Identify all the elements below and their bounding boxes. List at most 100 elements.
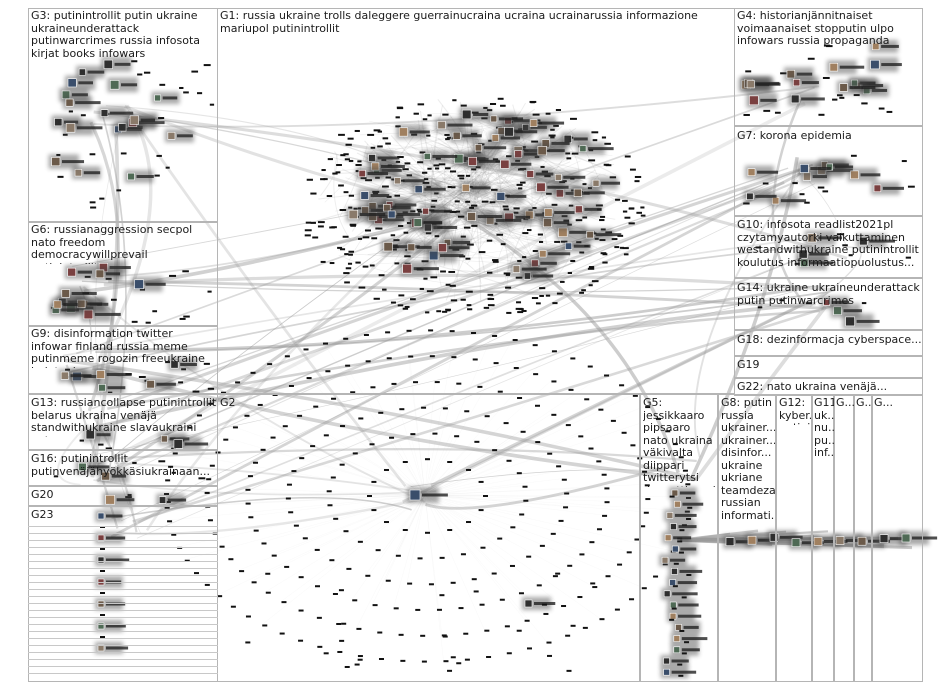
node-mark [172,452,178,455]
node-mark [345,364,351,367]
node-mark [587,267,595,270]
node-mark [316,616,322,619]
group-box-g12 [776,394,812,682]
node-mark [556,465,562,468]
node-avatar [744,77,781,91]
edge [104,179,799,476]
node-mark [551,350,557,353]
group-label-g13: G13: russiancollapse putinintrollit bela… [31,397,217,437]
edge [496,223,518,274]
node-mark [532,207,537,210]
edge [172,452,426,496]
node-avatar [571,186,605,200]
node-avatar [385,207,421,221]
node-mark [806,302,812,305]
group-label-g11: G11: uk... nu... pu... inf... [814,397,834,459]
group-label-g20: G20 [31,489,54,501]
edge [115,165,809,409]
node-avatar [156,493,187,507]
node-mark [552,302,558,305]
node-mark [154,174,160,177]
node-mark [444,133,450,136]
node-mark [390,234,396,237]
node-mark [314,585,320,588]
node-mark [629,598,635,601]
node-mark [239,570,245,573]
node-mark [794,262,800,265]
node-mark [317,225,324,228]
edge [107,309,820,410]
node-mark [314,548,320,551]
node-mark [483,495,488,497]
node-mark [500,104,506,107]
node-mark [515,276,523,279]
node-mark [284,565,290,568]
node-mark [546,641,552,644]
node-mark [522,256,527,259]
group-box-g8 [718,394,776,682]
edge [107,164,814,482]
node-mark [187,426,193,429]
node-avatar [346,207,386,222]
node-mark [682,469,688,472]
node-mark [339,463,345,466]
edge [110,172,802,539]
node-mark [532,344,538,347]
node-mark [604,142,611,145]
group-label-g4: G4: historianjännitnaiset voimaanaiset s… [737,10,894,47]
node-mark [471,578,477,581]
node-mark [622,199,628,202]
group-box-g6 [28,222,218,326]
group-label-g3: G3: putinintrollit putin ukraine ukraine… [31,10,201,60]
node-mark [325,370,331,373]
group-label-g1: G1: russia ukraine trolls daleggere guer… [220,10,698,35]
node-mark [743,113,750,116]
node-mark [171,533,177,536]
node-mark [425,458,430,461]
node-mark [167,520,173,523]
group-box-g23 [28,506,218,682]
node-mark [371,509,377,512]
node-mark [493,362,499,365]
node-mark [466,304,472,307]
node-mark [604,374,610,377]
node-mark [441,634,447,637]
group-box-g9 [28,326,218,394]
edge [424,494,547,642]
node-mark [447,186,452,189]
edge [385,494,426,580]
node-avatar [95,381,126,395]
node-mark [165,166,170,169]
edge [352,494,426,600]
node-mark [792,182,798,185]
node-mark [570,624,576,627]
edge [472,185,503,200]
node-mark [640,525,646,528]
node-mark [823,44,830,47]
node-mark [503,208,509,211]
node-mark [799,193,805,196]
node-mark [539,294,544,297]
node-mark [853,94,860,97]
group-row [28,533,218,540]
node-mark [567,564,573,567]
node-avatar [72,166,101,180]
node-mark [428,583,434,586]
node-mark [506,459,512,462]
edge [324,132,385,203]
node-mark [397,304,404,307]
node-mark [478,480,484,483]
node-mark [669,495,675,498]
node-mark [337,246,343,249]
node-mark [619,246,625,249]
node-mark [850,154,857,157]
node-mark [745,70,752,73]
edge [345,177,468,201]
node-mark [611,238,618,241]
node-avatar [124,170,154,183]
group-row [28,652,218,659]
node-mark [321,169,326,172]
node-mark [344,665,350,668]
edge [408,355,426,496]
node-mark [179,317,186,320]
